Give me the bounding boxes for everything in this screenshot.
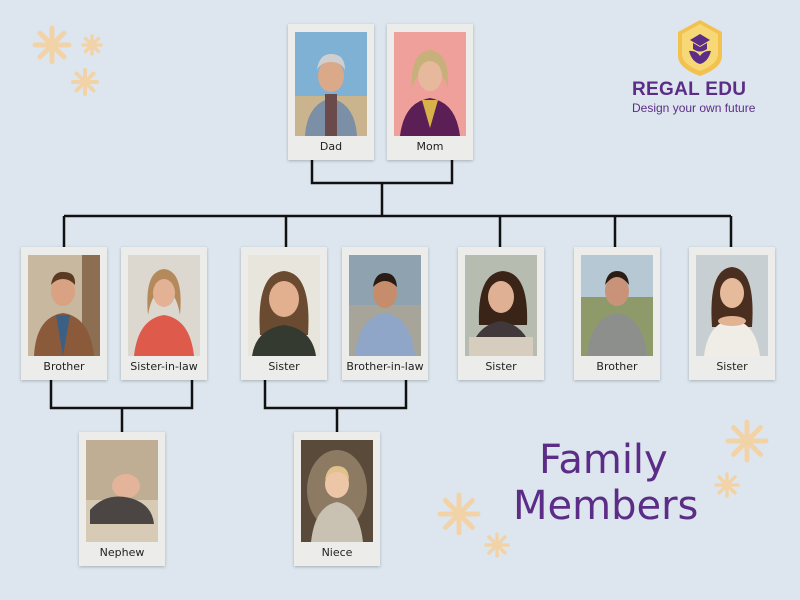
sister-photo bbox=[696, 255, 768, 356]
shield-icon bbox=[678, 20, 722, 76]
member-label: Niece bbox=[321, 546, 353, 559]
niece-photo bbox=[301, 440, 373, 542]
member-label: Mom bbox=[416, 140, 444, 153]
sister-photo bbox=[248, 255, 320, 356]
member-card-sister-in-law: Sister-in-law bbox=[121, 247, 207, 380]
member-card-sister: Sister bbox=[458, 247, 544, 380]
parents-link bbox=[310, 160, 454, 185]
sister-photo bbox=[465, 255, 537, 356]
member-card-niece: Niece bbox=[294, 432, 380, 566]
member-card-brother-in-law: Brother-in-law bbox=[342, 247, 428, 380]
member-card-nephew: Nephew bbox=[79, 432, 165, 566]
member-card-dad: Dad bbox=[288, 24, 374, 160]
decorative-stars-right bbox=[714, 419, 769, 498]
member-label: Nephew bbox=[99, 546, 145, 559]
member-label: Brother bbox=[596, 360, 638, 373]
sister-in-law-photo bbox=[128, 255, 200, 356]
decorative-stars-top-left bbox=[32, 25, 103, 96]
member-label: Sister bbox=[268, 360, 300, 373]
brother-photo bbox=[28, 255, 100, 356]
mom-photo bbox=[394, 32, 466, 136]
member-label: Brother bbox=[43, 360, 85, 373]
member-card-sister: Sister bbox=[241, 247, 327, 380]
regal-edu-logo bbox=[678, 20, 722, 76]
title-line-2: Members bbox=[513, 483, 699, 529]
member-card-mom: Mom bbox=[387, 24, 473, 160]
brother-in-law-photo bbox=[349, 255, 421, 356]
nephew-photo bbox=[86, 440, 158, 542]
member-label: Brother-in-law bbox=[346, 360, 424, 373]
member-label: Dad bbox=[319, 140, 343, 153]
brother-photo bbox=[581, 255, 653, 356]
member-card-sister: Sister bbox=[689, 247, 775, 380]
member-card-brother: Brother bbox=[21, 247, 107, 380]
brand-tagline: Design your own future bbox=[632, 101, 756, 115]
member-label: Sister bbox=[485, 360, 517, 373]
member-label: Sister bbox=[716, 360, 748, 373]
decorative-stars-bottom bbox=[437, 492, 510, 558]
title-line-1: Family bbox=[539, 437, 668, 483]
dad-photo bbox=[295, 32, 367, 136]
couple-link-1 bbox=[49, 380, 194, 410]
brand-name: REGAL EDU bbox=[632, 79, 747, 100]
couple-link-2 bbox=[263, 380, 408, 410]
member-label: Sister-in-law bbox=[130, 360, 198, 373]
member-card-brother: Brother bbox=[574, 247, 660, 380]
